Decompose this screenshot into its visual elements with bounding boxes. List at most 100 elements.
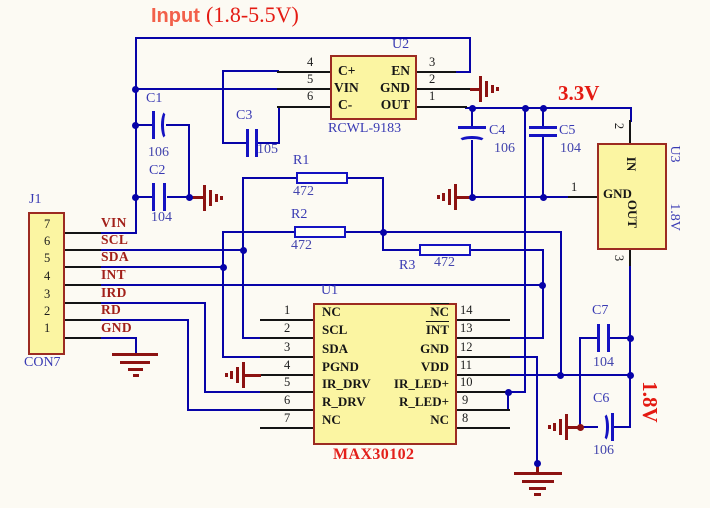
r3-value: 472: [434, 255, 455, 270]
u1-pin-label: SDA: [322, 341, 349, 356]
u1-pin-number: 4: [284, 358, 291, 372]
wire: [382, 249, 420, 251]
junction-dot: [240, 247, 247, 254]
wire-1v8: [629, 264, 631, 428]
pin-stub: [65, 302, 101, 304]
u1-pin-number: 5: [284, 375, 291, 389]
c7-ref: C7: [592, 303, 609, 318]
pin-stub: [417, 106, 467, 108]
u1-pin-number: 13: [460, 321, 473, 335]
u1-pin-number: 1: [284, 303, 291, 317]
junction-dot: [577, 424, 584, 431]
u3-pin-label-out: OUT: [624, 199, 640, 229]
junction-dot: [534, 460, 541, 467]
u3-pin-label-gnd: GND: [603, 186, 632, 201]
net-label-gnd: GND: [101, 320, 132, 335]
pin-stub: [417, 71, 456, 73]
wire: [188, 124, 190, 198]
wire: [204, 391, 261, 393]
wire: [166, 124, 190, 126]
wire: [542, 136, 544, 198]
input-range-label: (1.8-5.5V): [206, 2, 299, 27]
pin-stub: [457, 319, 510, 321]
net-label-vin: VIN: [101, 215, 127, 230]
wire: [580, 426, 598, 428]
u1-pin-label: GND: [420, 341, 449, 356]
wire: [222, 142, 249, 144]
wire: [536, 356, 538, 468]
wire: [187, 319, 189, 411]
u2-pin-number: 5: [307, 72, 314, 86]
ic-u1-body: [313, 303, 457, 445]
junction-dot: [469, 194, 476, 201]
wire-scl: [100, 249, 244, 251]
wire: [278, 106, 280, 144]
u1-pin-number: 11: [460, 358, 473, 372]
wire: [222, 356, 262, 358]
u2-part: RCWL-9183: [328, 121, 402, 136]
j1-part: CON7: [24, 355, 61, 370]
pin-stub: [260, 356, 313, 358]
pin-stub: [457, 374, 510, 376]
wire: [382, 177, 384, 251]
wire: [135, 88, 279, 90]
u1-pin-number: 14: [460, 303, 473, 317]
c2-ref: C2: [149, 163, 166, 178]
u2-pin-label: C+: [338, 63, 356, 78]
u2-pin-number: 6: [307, 89, 314, 103]
wire: [382, 231, 562, 233]
pin-stub: [457, 409, 510, 411]
u1-pin-label: NC: [430, 412, 449, 427]
u1-pin-number: 7: [284, 411, 291, 425]
c1-ref: C1: [146, 91, 163, 106]
pin-stub: [457, 356, 510, 358]
pin-stub: [568, 196, 597, 198]
r2-ref: R2: [291, 207, 308, 222]
pin-stub: [260, 337, 313, 339]
pin-stub: [65, 337, 101, 339]
net-label-rd: RD: [101, 302, 122, 317]
u1-pin-label: PGND: [322, 359, 359, 374]
u2-pin-label: VIN: [334, 80, 359, 95]
u1-pin-label: NC: [322, 412, 341, 427]
pin-stub: [260, 391, 313, 393]
wire: [610, 337, 631, 339]
pin-stub: [277, 71, 330, 73]
junction-dot: [132, 194, 139, 201]
wire: [167, 196, 189, 198]
junction-dot: [380, 229, 387, 236]
j1-ref: J1: [29, 192, 42, 207]
pin-stub: [277, 88, 330, 90]
u3-pin-number: 2: [611, 122, 626, 130]
wire: [346, 231, 384, 233]
wire: [135, 37, 137, 234]
pin-stub: [65, 319, 101, 321]
wire: [242, 177, 297, 179]
u1-pin-label: IR_DRV: [322, 376, 371, 391]
u1-pin-number: 8: [462, 411, 469, 425]
wire-vdd: [510, 374, 631, 376]
ic-u3-body: [597, 143, 667, 250]
resistor-r1: [296, 172, 348, 184]
pin-stub: [260, 319, 313, 321]
wire: [135, 196, 153, 198]
wire: [471, 107, 473, 128]
c4-value: 106: [494, 141, 515, 156]
c4-ref: C4: [489, 123, 506, 138]
junction-dot: [132, 86, 139, 93]
wire: [510, 356, 538, 358]
wire: [560, 231, 562, 376]
wire: [470, 196, 570, 198]
u1-pin-label: INT: [425, 322, 449, 337]
pin-stub: [65, 284, 101, 286]
net-label-ird: IRD: [101, 285, 127, 300]
wire: [630, 107, 632, 122]
wire: [470, 249, 544, 251]
junction-dot: [505, 389, 512, 396]
c5-ref: C5: [559, 123, 576, 138]
junction-dot: [540, 194, 547, 201]
u3-ref: U3: [667, 145, 683, 163]
junction-dot: [557, 372, 564, 379]
net-label-int: INT: [101, 267, 126, 282]
